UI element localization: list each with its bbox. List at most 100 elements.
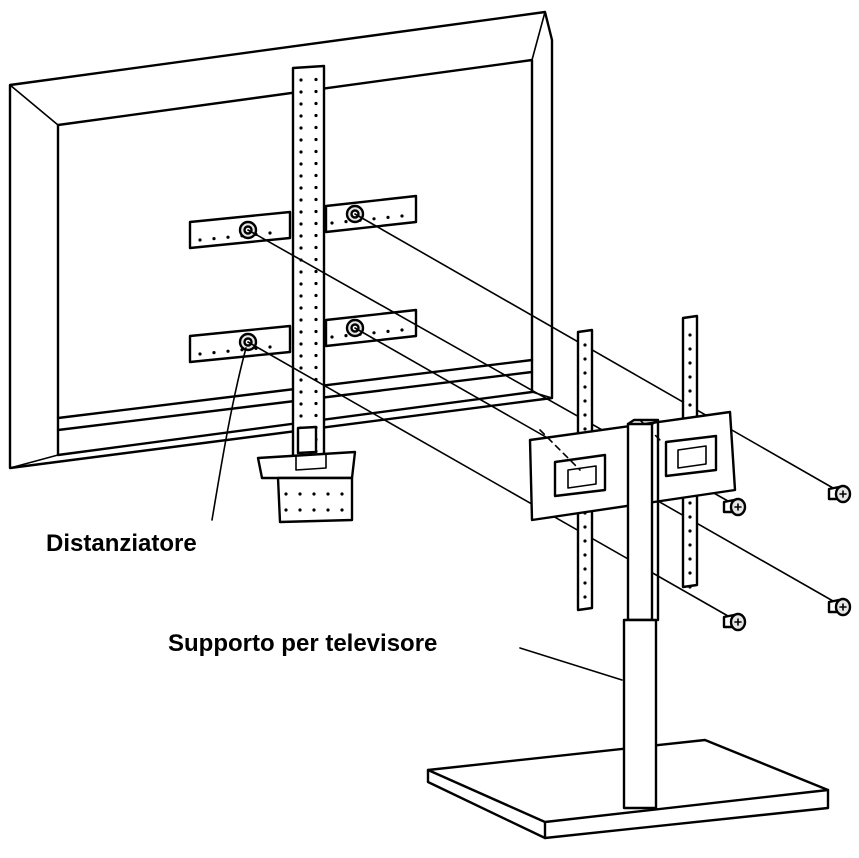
mounting-hole — [299, 246, 303, 250]
mounting-hole — [314, 221, 318, 226]
mounting-hole — [314, 161, 318, 166]
mounting-hole — [226, 349, 230, 353]
mounting-hole — [312, 492, 316, 496]
mounting-hole — [314, 317, 318, 322]
mounting-hole — [299, 294, 303, 298]
mounting-hole — [314, 353, 318, 358]
mounting-hole — [314, 245, 318, 250]
mounting-hole — [314, 401, 318, 406]
mounting-hole — [688, 529, 692, 533]
mounting-hole — [314, 257, 318, 262]
screw-rear-upper — [827, 484, 852, 504]
mounting-hole — [314, 125, 318, 130]
mounting-hole — [268, 345, 272, 349]
mounting-hole — [330, 335, 334, 339]
mounting-hole — [688, 543, 692, 547]
leader-line-stand — [519, 647, 623, 681]
mounting-hole — [583, 371, 587, 375]
mounting-hole — [314, 89, 318, 94]
mounting-hole — [299, 414, 303, 418]
mounting-hole — [688, 389, 692, 393]
mounting-hole — [212, 237, 216, 241]
screw-front-upper — [722, 497, 747, 517]
mounting-hole — [198, 238, 202, 242]
mounting-hole — [583, 357, 587, 361]
mounting-hole — [688, 585, 692, 589]
mounting-hole — [583, 399, 587, 403]
mounting-hole — [583, 413, 587, 417]
mounting-hole — [314, 329, 318, 334]
mounting-hole — [688, 515, 692, 519]
mounting-hole — [212, 351, 216, 355]
mounting-hole — [314, 113, 318, 118]
mounting-hole — [314, 341, 318, 346]
mounting-hole — [314, 365, 318, 370]
mounting-hole — [299, 186, 303, 190]
mounting-hole — [299, 378, 303, 382]
mounting-hole — [340, 492, 344, 496]
mounting-hole — [299, 366, 303, 370]
mounting-hole — [298, 492, 302, 496]
mounting-hole — [299, 222, 303, 226]
mounting-hole — [299, 90, 303, 94]
mounting-hole — [299, 210, 303, 214]
mounting-hole — [400, 214, 404, 218]
mounting-hole — [314, 77, 318, 82]
mounting-hole — [314, 137, 318, 142]
mounting-hole — [198, 352, 202, 356]
mounting-hole — [314, 185, 318, 190]
mounting-hole — [583, 385, 587, 389]
mounting-hole — [284, 492, 288, 496]
mounting-hole — [688, 333, 692, 337]
mounting-hole — [299, 234, 303, 238]
mounting-hole — [344, 220, 348, 224]
mounting-hole — [583, 581, 587, 585]
mounting-hole — [299, 318, 303, 322]
leader-line-spacer — [211, 347, 247, 521]
mounting-hole — [583, 553, 587, 557]
mounting-hole — [299, 402, 303, 406]
mounting-hole — [372, 217, 376, 221]
mounting-hole — [314, 281, 318, 286]
mounting-hole — [299, 138, 303, 142]
mounting-hole — [344, 334, 348, 338]
mounting-hole — [340, 508, 344, 512]
mounting-hole — [299, 306, 303, 310]
mounting-hole — [326, 508, 330, 512]
mounting-hole — [226, 235, 230, 239]
mounting-hole — [583, 343, 587, 347]
mounting-hole — [299, 390, 303, 394]
mounting-hole — [314, 197, 318, 202]
mounting-hole — [299, 342, 303, 346]
tv-vertical-rail — [291, 64, 326, 472]
mounting-hole — [688, 557, 692, 561]
mounting-hole — [386, 329, 390, 333]
mounting-hole — [299, 354, 303, 358]
bottom-mount-plate — [256, 425, 357, 524]
mounting-hole — [299, 174, 303, 178]
stand-column — [622, 418, 660, 810]
mounting-hole — [299, 78, 303, 82]
mounting-hole — [326, 492, 330, 496]
mounting-hole — [314, 305, 318, 310]
label-spacer: Distanziatore — [46, 530, 197, 557]
mounting-hole — [299, 102, 303, 106]
mounting-hole — [298, 508, 302, 512]
mounting-hole — [314, 233, 318, 238]
mounting-hole — [299, 162, 303, 166]
mounting-hole — [688, 375, 692, 379]
mounting-hole — [314, 173, 318, 178]
mounting-hole — [688, 347, 692, 351]
mounting-hole — [314, 149, 318, 154]
mounting-hole — [314, 101, 318, 106]
label-tv-stand: Supporto per televisore — [168, 630, 437, 657]
mounting-hole — [688, 501, 692, 505]
mounting-hole — [268, 231, 272, 235]
mounting-hole — [314, 389, 318, 394]
mounting-hole — [400, 328, 404, 332]
mounting-hole — [299, 198, 303, 202]
screw-rear-lower — [827, 597, 852, 617]
mounting-hole — [583, 539, 587, 543]
